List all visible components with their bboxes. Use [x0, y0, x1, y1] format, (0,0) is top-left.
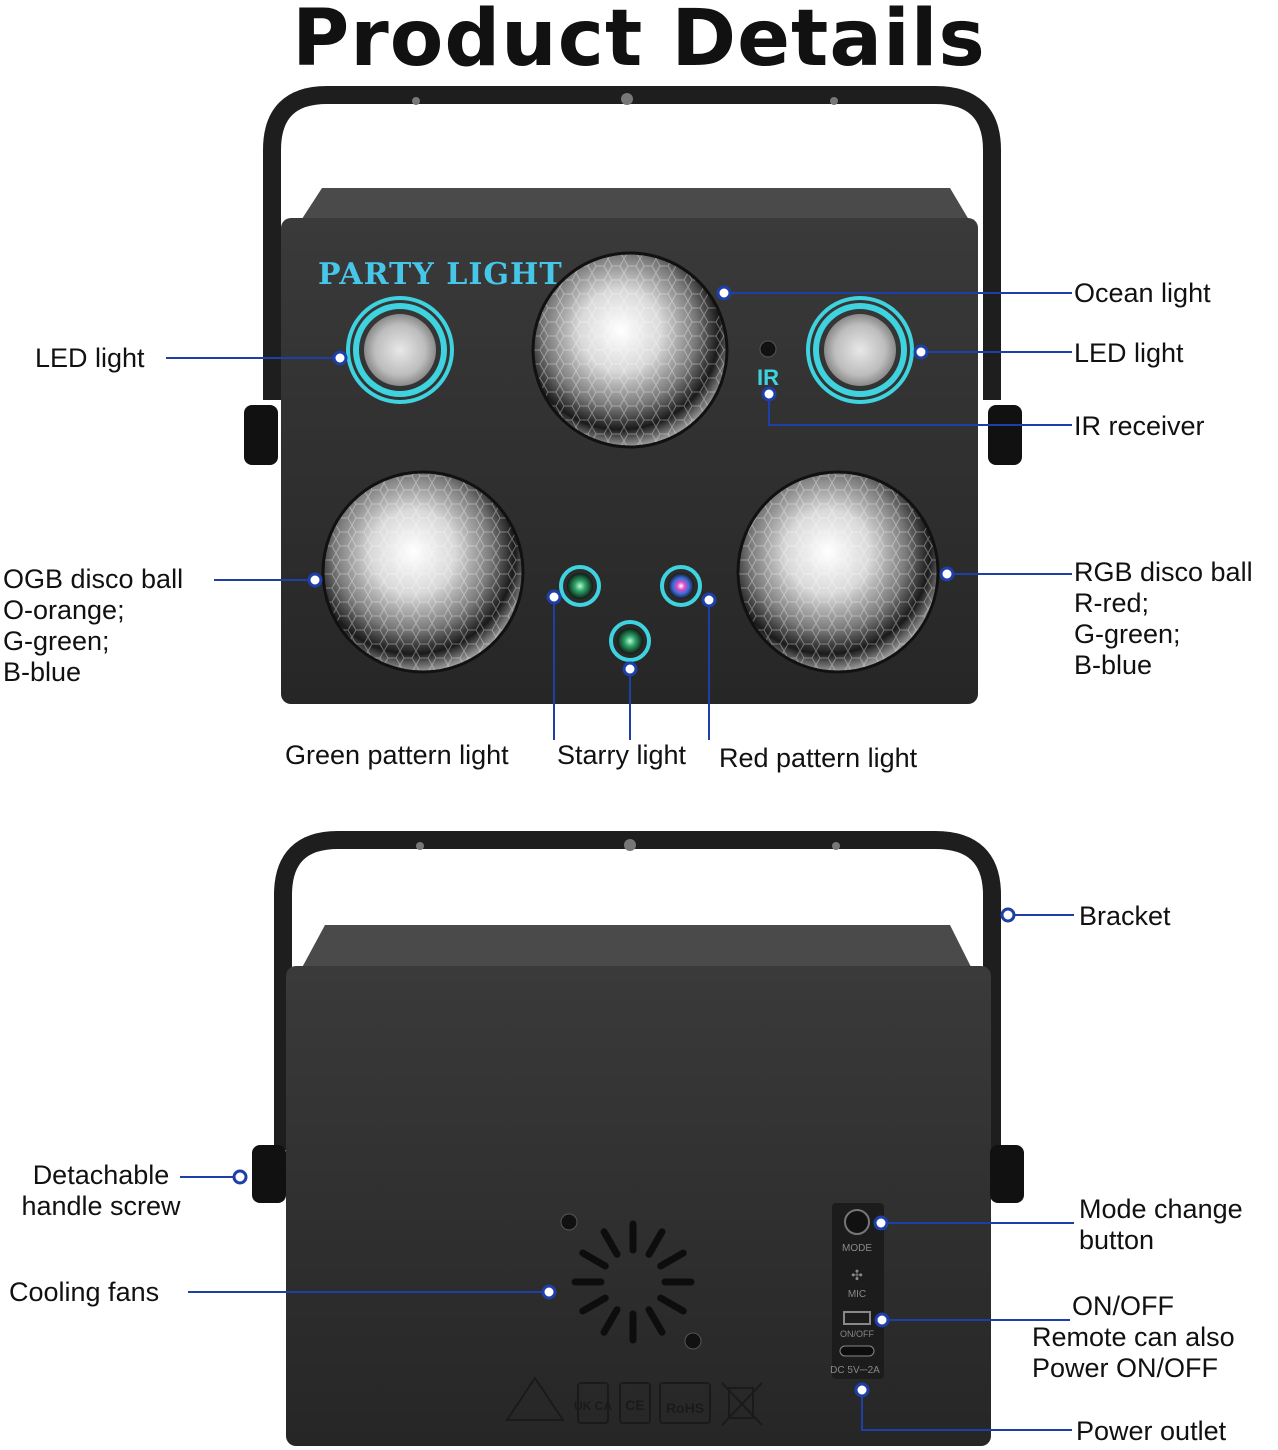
usb-c-port	[839, 1345, 875, 1357]
label-bracket: Bracket	[1079, 901, 1171, 931]
cert-ukca: UK CA	[574, 1399, 612, 1413]
led-light-right	[806, 296, 914, 404]
label-ocean-light: Ocean light	[1074, 278, 1211, 308]
panel-onoff-label: ON/OFF	[840, 1329, 874, 1339]
label-rgb-line-4: B-blue	[1074, 650, 1153, 680]
label-red-pattern-light: Red pattern light	[719, 743, 918, 773]
cert-marks	[505, 1376, 763, 1426]
label-rgb-line-2: R-red;	[1074, 588, 1150, 618]
laser-warning-icon	[505, 1376, 565, 1421]
back-callouts	[180, 914, 1074, 1431]
back-bracket	[274, 831, 1001, 1150]
ir-receiver-dot	[759, 340, 777, 358]
label-onoff-line-1: ON/OFF	[1072, 1291, 1174, 1321]
label-power-outlet: Power outlet	[1076, 1416, 1227, 1446]
cooling-fan-vents	[571, 1220, 695, 1344]
label-rgb-disco-ball: RGB disco ball R-red; G-green; B-blue	[1074, 557, 1253, 681]
ir-marking: IR	[757, 365, 779, 390]
label-onoff: ON/OFF Remote can also Power ON/OFF	[1032, 1291, 1235, 1384]
mode-button	[844, 1209, 870, 1235]
label-ogb-line-2: O-orange;	[3, 595, 125, 625]
cert-rohs: RoHS	[666, 1400, 704, 1416]
ocean-light-ball	[531, 251, 729, 449]
label-rgb-line-1: RGB disco ball	[1074, 557, 1253, 587]
label-onoff-line-3: Power ON/OFF	[1032, 1353, 1219, 1383]
label-mode-change-button: Mode change button	[1079, 1194, 1243, 1256]
back-knob-left	[252, 1145, 286, 1203]
callout-line-ir	[768, 394, 1072, 426]
label-onoff-line-2: Remote can also	[1032, 1322, 1235, 1352]
front-callout-dots	[307, 285, 955, 677]
label-mode-line-2: button	[1079, 1225, 1155, 1255]
label-mode-line-1: Mode change	[1079, 1194, 1243, 1224]
label-ir-receiver: IR receiver	[1074, 411, 1205, 441]
control-panel	[832, 1203, 884, 1379]
back-view: MODE ✣ MIC ON/OFF DC 5V⎓2A UK CA CE RoHS	[252, 831, 1024, 1446]
rgb-disco-ball	[736, 470, 940, 674]
label-ogb-line-3: G-green;	[3, 626, 110, 656]
label-ogb-line-1: OGB disco ball	[3, 564, 184, 594]
green-pattern-light	[559, 565, 601, 607]
label-cooling-fans: Cooling fans	[9, 1277, 160, 1307]
front-bracket	[263, 86, 1001, 400]
label-rgb-line-3: G-green;	[1074, 619, 1181, 649]
starry-light	[609, 620, 651, 662]
red-pattern-light	[660, 565, 702, 607]
front-view: PARTY LIGHT IR	[244, 86, 1022, 704]
mic-icon: ✣	[851, 1267, 863, 1283]
cert-ce: CE	[625, 1397, 644, 1413]
callout-line-power	[861, 1390, 1072, 1431]
back-knob-right	[990, 1145, 1024, 1203]
panel-dc-label: DC 5V⎓2A	[830, 1365, 880, 1376]
label-led-light-left: LED light	[35, 343, 145, 373]
brand-text: PARTY LIGHT	[318, 257, 563, 292]
label-handle-screw: Detachable handle screw	[10, 1160, 192, 1222]
screw-top	[560, 1213, 578, 1231]
label-handle-screw-line-2: handle screw	[21, 1191, 181, 1221]
label-handle-screw-line-1: Detachable	[32, 1160, 170, 1190]
ogb-disco-ball	[321, 470, 525, 674]
label-green-pattern-light: Green pattern light	[285, 740, 509, 770]
front-knob-right	[988, 405, 1022, 465]
front-callouts	[166, 292, 1072, 740]
label-ogb-line-4: B-blue	[3, 657, 82, 687]
weee-bin-icon	[721, 1382, 763, 1426]
label-ogb-disco-ball: OGB disco ball O-orange; G-green; B-blue	[3, 564, 183, 688]
onoff-switch	[843, 1311, 871, 1325]
front-knob-left	[244, 405, 278, 465]
panel-mic-label: MIC	[848, 1289, 866, 1300]
led-light-left	[346, 296, 454, 404]
page-title: Product Details	[292, 0, 986, 84]
panel-mode-label: MODE	[842, 1243, 872, 1254]
back-callout-dots	[232, 907, 1016, 1398]
label-led-light-right: LED light	[1074, 338, 1184, 368]
screw-bottom	[684, 1332, 702, 1350]
back-body	[286, 966, 991, 1446]
label-starry-light: Starry light	[557, 740, 687, 770]
